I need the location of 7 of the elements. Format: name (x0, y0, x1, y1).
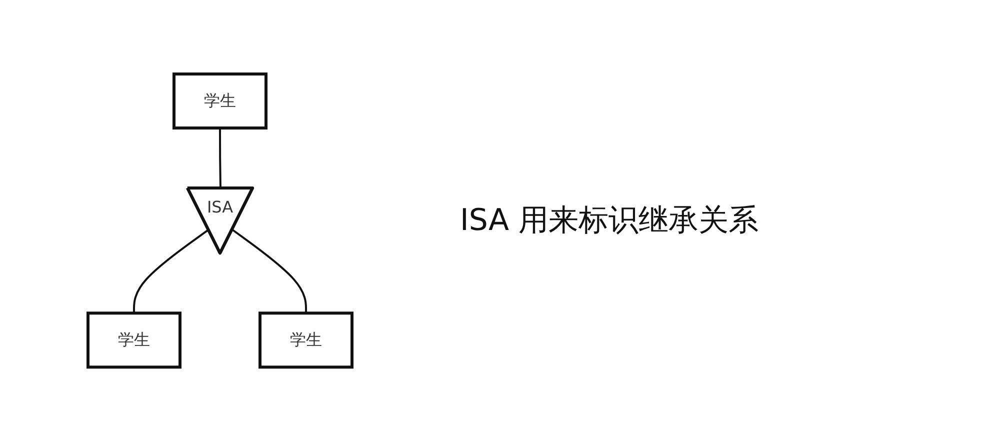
node-box: 学生 (172, 72, 268, 130)
connector (133, 228, 210, 314)
node-box: 学生 (258, 312, 354, 369)
connector (232, 228, 307, 314)
note-text: ISA 用来标识继承关系 (460, 202, 760, 240)
node-box: 学生 (86, 312, 182, 369)
connector (219, 128, 222, 188)
